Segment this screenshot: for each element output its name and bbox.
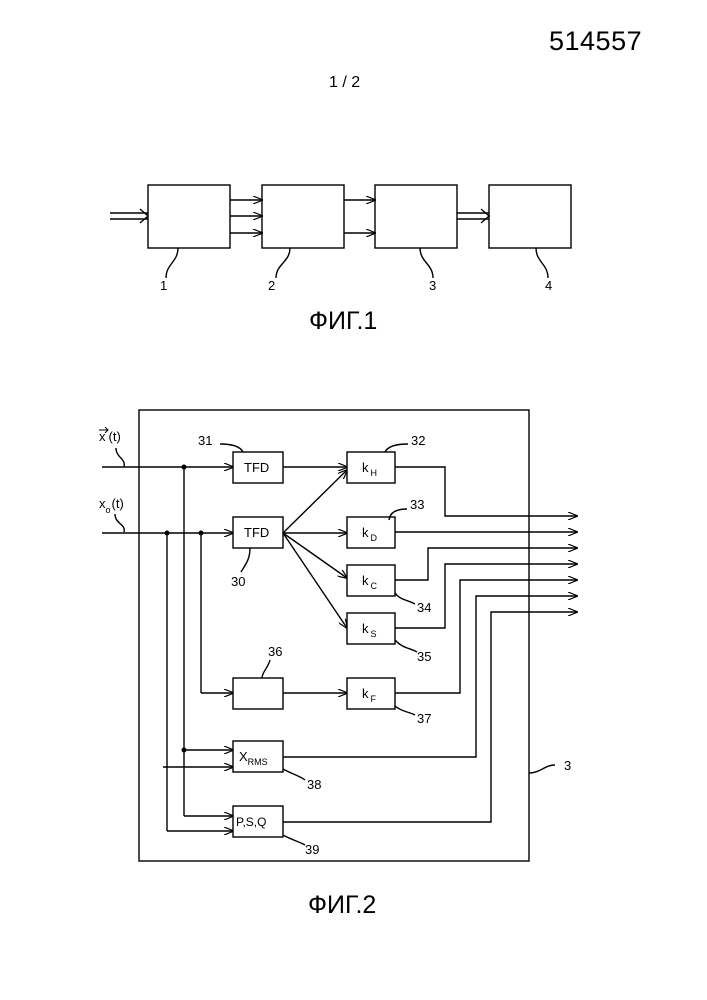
fig2-input-x-label: x(t) [99,429,121,444]
fig2-ref-39: 39 [305,842,319,857]
fig2-tfd-30-label: TFD [244,525,269,540]
fig2-caption: ФИГ.2 [308,891,376,919]
fig1-arrow-3-4-head [481,209,489,223]
fig2-ref-31: 31 [198,433,212,448]
fig1-label-3: 3 [429,278,436,293]
fig2-leader-35 [395,640,417,652]
fig1-leader-4 [536,248,548,278]
fig2-leader-3 [529,765,555,773]
fig2-ref-36: 36 [268,644,282,659]
fig1-block-3 [375,185,457,248]
fig2-leader-30 [241,548,250,572]
fig2-leader-37 [395,706,415,715]
fig1-leader-1 [166,248,178,278]
fig2-ref-3: 3 [564,758,571,773]
figure-1: 1 2 3 4 ФИГ.1 [110,185,571,335]
fig2-ref-30: 30 [231,574,245,589]
fig2-leader-36 [262,660,270,678]
fig2-input-x0-label: xo(t) [99,496,124,515]
fig2-output-xrms [283,596,577,757]
fig2-leader-39 [283,835,305,845]
fig2-leader-34 [395,593,415,604]
fig1-caption: ФИГ.1 [309,307,377,335]
fig1-leader-2 [276,248,290,278]
fig2-ref-37: 37 [417,711,431,726]
fig2-ref-33: 33 [410,497,424,512]
fig2-ref-34: 34 [417,600,431,615]
fig1-label-4: 4 [545,278,552,293]
fig2-tfd-31-label: TFD [244,460,269,475]
fig1-block-1 [148,185,230,248]
fig2-ref-35: 35 [417,649,431,664]
fig2-block-36 [233,678,283,709]
fig1-input-arrowhead [140,209,148,223]
figure-2: x(t) xo(t) TFD TFD XRMS P,S,Q [99,410,577,919]
fig2-arrow-30-to-ks [283,533,347,628]
fig2-ref-38: 38 [307,777,321,792]
fig2-leader-32 [385,444,408,452]
fig2-ref-32: 32 [411,433,425,448]
fig2-arrow-30-to-kh [283,470,347,533]
fig2-psq-label: P,S,Q [236,815,266,829]
fig2-leader-31 [220,444,243,452]
fig1-block-2 [262,185,344,248]
fig2-arrow-30-to-kc [283,533,347,578]
fig2-input-x0-squiggle [115,514,124,532]
fig1-block-4 [489,185,571,248]
fig2-frame-block-3 [139,410,529,861]
fig2-leader-38 [283,769,305,780]
fig1-label-1: 1 [160,278,167,293]
fig2-output-kf [395,580,577,693]
fig2-input-x-squiggle [116,448,124,467]
fig1-leader-3 [420,248,433,278]
fig1-label-2: 2 [268,278,275,293]
